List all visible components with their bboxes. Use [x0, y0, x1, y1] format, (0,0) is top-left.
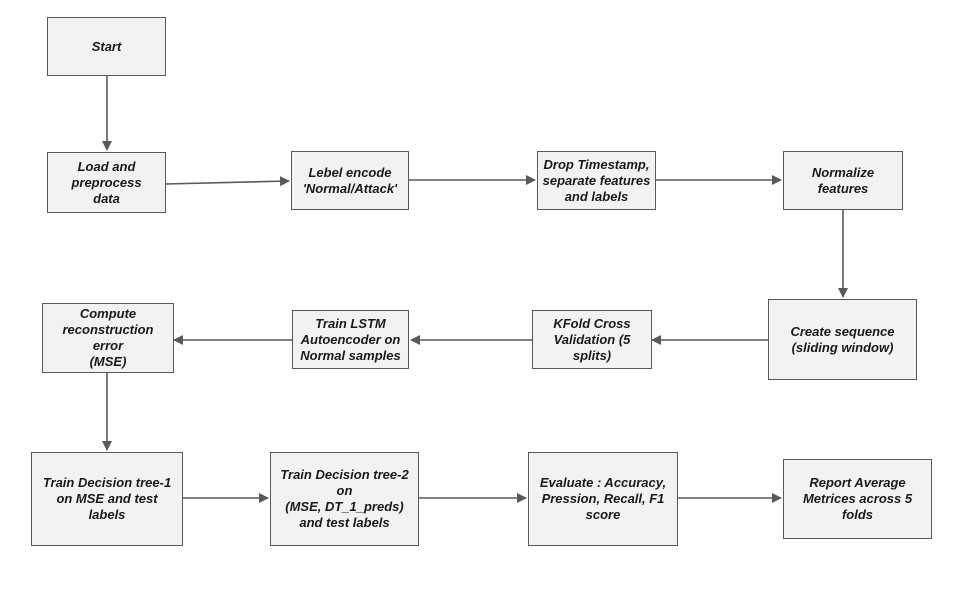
- node-train-lstm-label: Train LSTM Autoencoder on Normal samples: [300, 315, 401, 363]
- node-drop-timestamp: Drop Timestamp, separate features and la…: [537, 151, 656, 210]
- node-decision-tree-2: Train Decision tree-2 on (MSE, DT_1_pred…: [270, 452, 419, 546]
- node-evaluate: Evaluate : Accuracy, Pression, Recall, F…: [528, 452, 678, 546]
- node-start-label: Start: [91, 38, 122, 54]
- node-compute-error: Compute reconstruction error (MSE): [42, 303, 174, 373]
- arrow-load-to-encode: [165, 176, 290, 187]
- node-report: Report Average Metrices across 5 folds: [783, 459, 932, 539]
- node-load-preprocess-label: Load and preprocess data: [71, 158, 142, 206]
- node-decision-tree-2-label: Train Decision tree-2 on (MSE, DT_1_pred…: [280, 467, 409, 530]
- node-train-lstm: Train LSTM Autoencoder on Normal samples: [292, 310, 409, 369]
- node-create-sequence-label: Create sequence (sliding window): [790, 323, 895, 355]
- node-label-encode: Lebel encode 'Normal/Attack': [291, 151, 409, 210]
- node-normalize: Normalize features: [783, 151, 903, 210]
- node-decision-tree-1: Train Decision tree-1 on MSE and test la…: [31, 452, 183, 546]
- node-evaluate-label: Evaluate : Accuracy, Pression, Recall, F…: [539, 475, 667, 522]
- node-create-sequence: Create sequence (sliding window): [768, 299, 917, 380]
- node-normalize-label: Normalize features: [811, 164, 875, 196]
- node-start: Start: [47, 17, 166, 76]
- node-kfold-label: KFold Cross Validation (5 splits): [553, 315, 631, 363]
- node-kfold: KFold Cross Validation (5 splits): [532, 310, 652, 369]
- node-label-encode-label: Lebel encode 'Normal/Attack': [302, 164, 398, 196]
- node-report-label: Report Average Metrices across 5 folds: [802, 475, 913, 522]
- node-compute-error-label: Compute reconstruction error (MSE): [62, 306, 154, 369]
- node-drop-timestamp-label: Drop Timestamp, separate features and la…: [542, 156, 651, 204]
- node-load-preprocess: Load and preprocess data: [47, 152, 166, 213]
- node-decision-tree-1-label: Train Decision tree-1 on MSE and test la…: [42, 475, 172, 522]
